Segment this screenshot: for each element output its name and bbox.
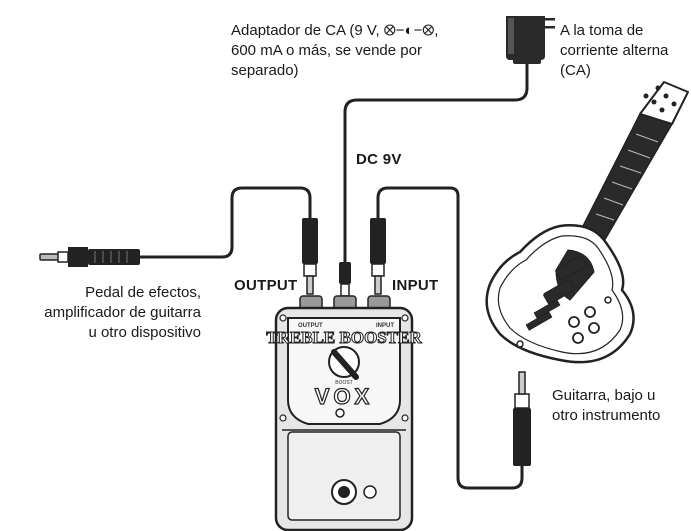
adapter-label-line-3: separado) [231,62,299,79]
adapter-label: Adaptador de CA (9 V, ⭙−◐−⭙, 600 mA o má… [231,21,438,81]
dc-plug-icon [339,262,351,297]
dc-cable [343,60,529,264]
output-cable [135,186,312,259]
adapter-label-line-1: Adaptador de CA (9 V, ⭙−◐−⭙, [231,22,439,39]
dc-label: DC 9V [356,151,402,168]
outlet-label: A la toma de corriente alterna (CA) [560,21,668,81]
pedal-brand: VOX [315,384,373,409]
effects-label-line-2: amplificador de guitarra [44,304,201,321]
input-jack-plug-icon [370,218,386,295]
input-cable [376,186,524,490]
guitar-label-line-2: otro instrumento [552,407,661,424]
outlet-label-line-1: A la toma de [560,22,644,39]
adapter-label-line-2: 600 mA o más, se vende por [231,42,422,59]
outlet-label-line-3: (CA) [560,62,591,79]
output-plug-icon [39,247,140,267]
input-label: INPUT [392,277,439,294]
guitar-label-line-1: Guitarra, bajo u [552,387,656,404]
pedal-knob-label: BOOST [335,380,353,386]
effects-label-line-1: Pedal de efectos, [85,284,201,301]
pedal-input-label: INPUT [376,323,394,329]
output-label: OUTPUT [234,277,298,294]
guitar-label: Guitarra, bajo u otro instrumento [552,386,660,426]
effects-label: Pedal de efectos, amplificador de guitar… [0,283,201,343]
guitar-icon [485,81,689,364]
guitar-plug-icon [513,371,531,466]
treble-booster-pedal: OUTPUT INPUT TREBLE BOOSTER BOOST VOX [266,295,423,531]
outlet-label-line-2: corriente alterna [560,42,669,59]
effects-label-line-3: u otro dispositivo [88,324,201,341]
output-jack-plug-icon [302,218,318,295]
ac-adapter-icon [506,16,555,64]
pedal-name: TREBLE BOOSTER [266,328,422,347]
pedal-output-label: OUTPUT [298,323,323,329]
